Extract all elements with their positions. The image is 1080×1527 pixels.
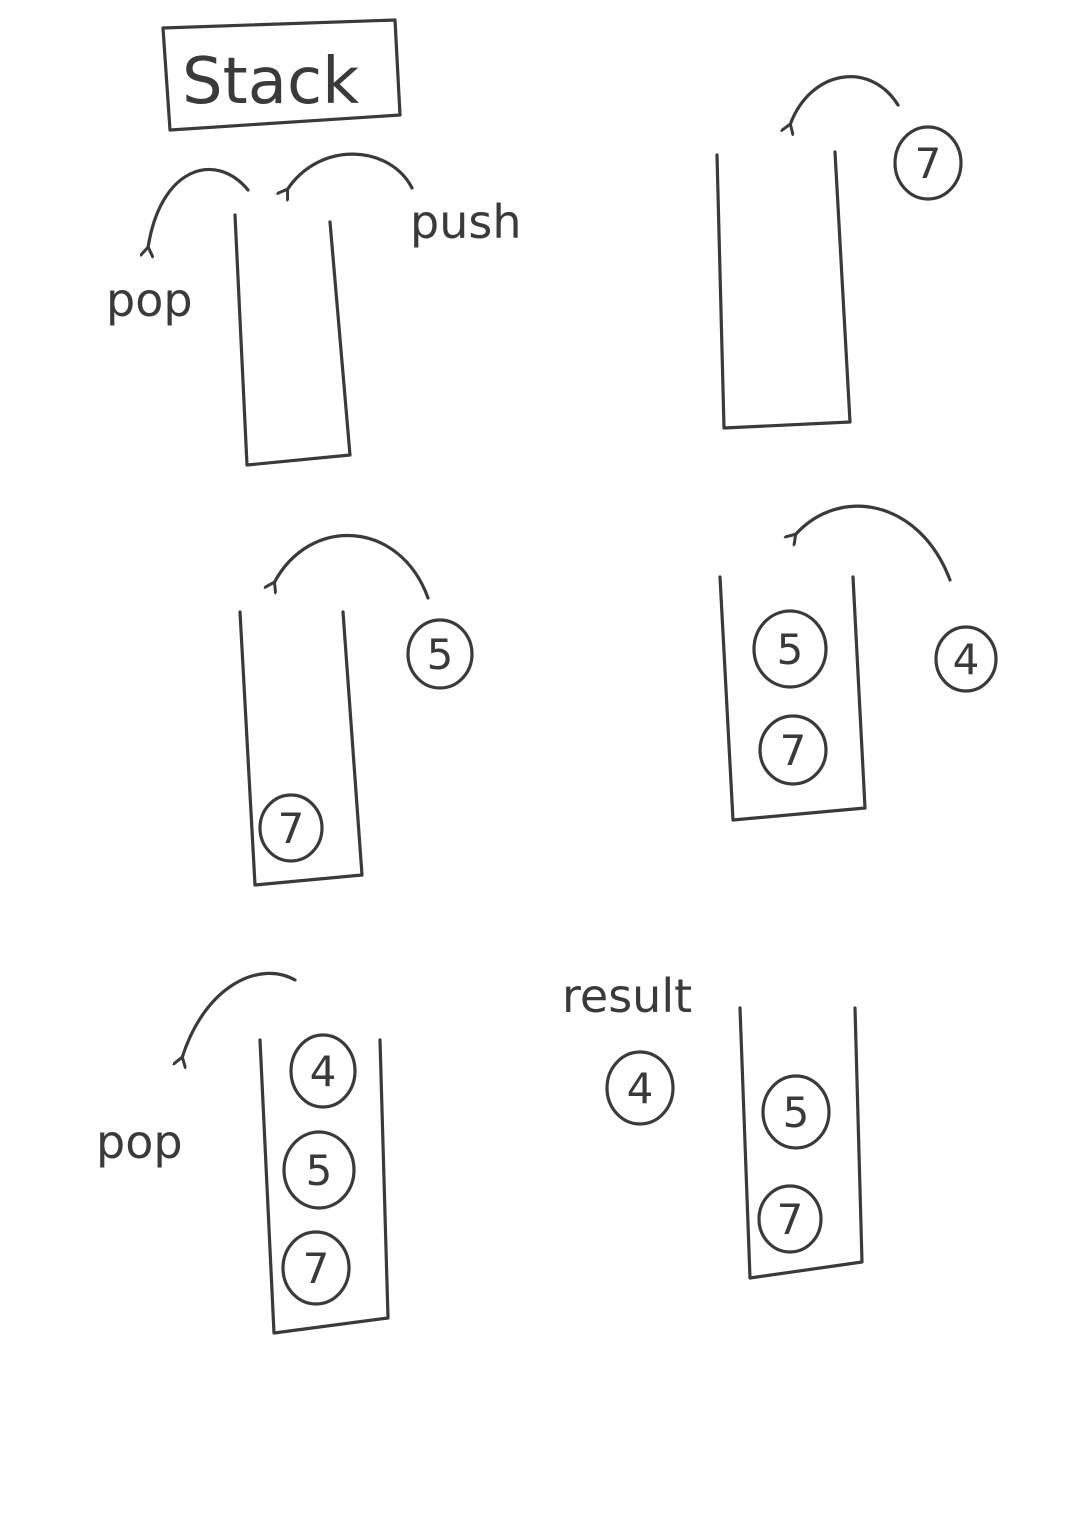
stack-container [238,610,364,887]
stack-container [718,575,867,822]
item-value: 4 [953,635,980,684]
item-value: 5 [427,630,454,679]
item-value: 7 [780,726,807,775]
item-value: 5 [777,625,804,674]
push-arrow [795,504,952,582]
item-value: 5 [306,1146,333,1195]
item-circle [893,125,963,201]
panel-result: result 4 5 7 [562,969,864,1280]
pop-label: pop [96,1115,183,1169]
title-box [161,18,402,132]
item-circle [758,714,828,786]
panel-push-4: 4 5 7 [718,504,998,822]
item-circle [289,1033,357,1109]
pop-arrow [182,971,297,1058]
item-value: 4 [627,1064,654,1113]
push-label: push [410,195,521,249]
pop-label: pop [106,273,193,327]
push-arrow [790,75,900,125]
item-circle [258,793,324,863]
item-value: 7 [278,804,305,853]
panel-pop: pop 4 5 7 [96,971,390,1335]
item-value: 7 [303,1244,330,1293]
panel-push-5: 5 7 [238,534,474,887]
legend-stack-container [233,213,352,467]
item-circle [934,625,998,693]
item-circle [281,1230,351,1306]
item-circle [761,1074,831,1150]
item-circle [605,1050,675,1126]
stack-item-middle: 5 [282,1130,356,1210]
page-title: Stack [182,45,359,119]
item-circle [406,618,474,690]
stack-item-bottom: 7 [757,1184,823,1254]
item-circle [282,1130,356,1210]
title-group: Stack [161,18,402,132]
stack-container [738,1006,864,1280]
push-arrow [274,534,430,600]
stack-item-top: 5 [752,609,828,689]
stack-item: 7 [258,793,324,863]
stack-item-bottom: 7 [758,714,828,786]
item-value: 5 [783,1088,810,1137]
stack-container [715,150,852,430]
item-circle [757,1184,823,1254]
incoming-item: 5 [406,618,474,690]
stack-item-top: 4 [289,1033,357,1109]
item-value: 7 [777,1195,804,1244]
result-item: 4 [605,1050,675,1126]
stack-item-bottom: 7 [281,1230,351,1306]
item-circle [752,609,828,689]
incoming-item: 7 [893,125,963,201]
panel-push-7: 7 [715,75,963,430]
pop-arrow [148,167,250,248]
legend-diagram: push pop [106,152,521,467]
result-label: result [562,969,692,1023]
stack-container [258,1038,390,1335]
push-arrow [287,152,414,190]
incoming-item: 4 [934,625,998,693]
item-value: 7 [915,139,942,188]
item-value: 4 [310,1047,337,1096]
stack-item-top: 5 [761,1074,831,1150]
